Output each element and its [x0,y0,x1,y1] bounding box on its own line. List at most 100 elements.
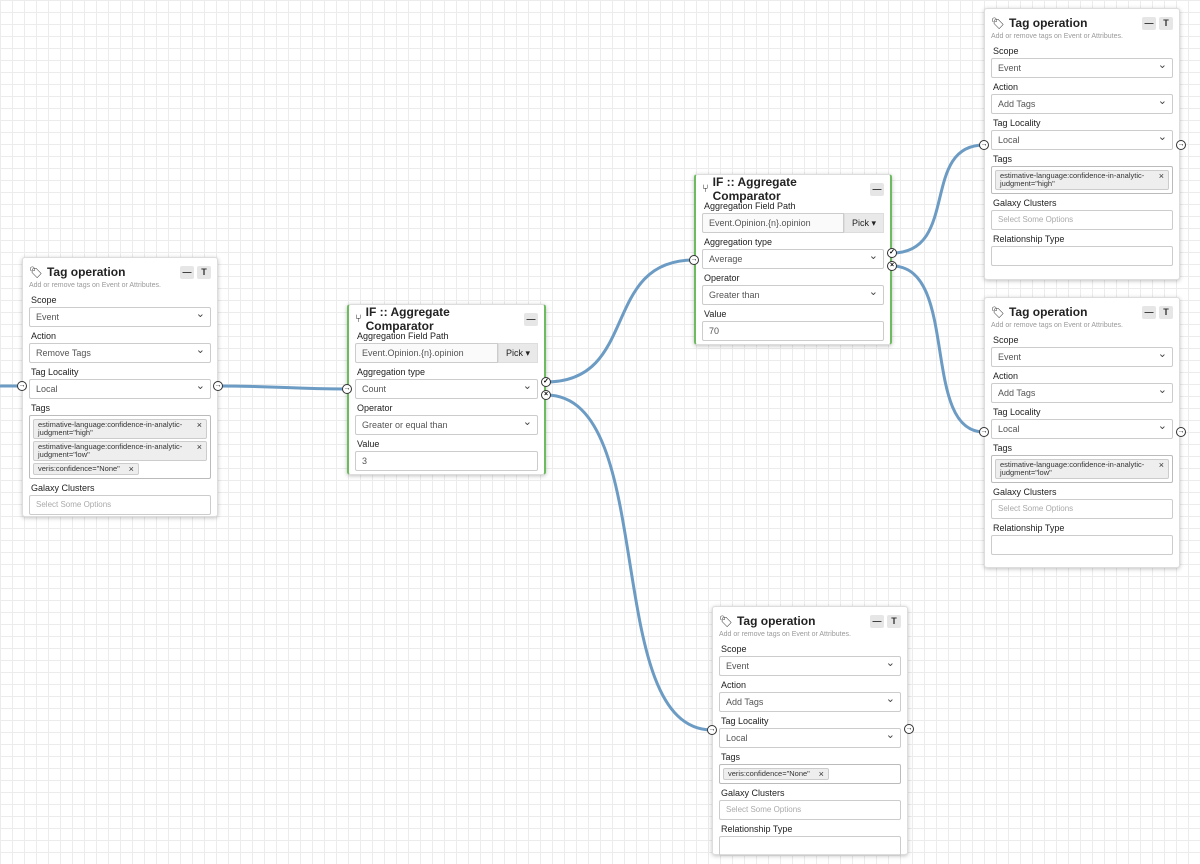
output-port-icon[interactable]: → [213,381,223,391]
remove-tag-icon[interactable]: × [196,442,202,452]
value-input[interactable]: 70 [702,321,884,341]
tags-input[interactable]: estimative-language:confidence-in-analyt… [991,166,1173,194]
output-port-icon[interactable]: → [904,724,914,734]
node-title: Tag operation [46,265,126,279]
minimize-button[interactable]: — [870,182,884,196]
if-aggregate-comparator-node[interactable]: ⑂IF :: Aggregate Comparator—Aggregation … [347,304,546,475]
tag-locality-select[interactable]: Local [29,377,211,399]
action-select[interactable]: Add Tags [991,92,1173,114]
remove-tag-icon[interactable]: × [1158,171,1164,181]
tag-chip: veris:confidence="None" × [723,768,829,780]
scope-select[interactable]: Event [719,654,901,676]
output-port-icon[interactable]: → [1176,427,1186,437]
operator-select[interactable]: Greater than [702,283,884,305]
tags-input[interactable]: veris:confidence="None" × [719,764,901,784]
output-port-icon[interactable]: → [1176,140,1186,150]
scope-select[interactable]: Event [29,305,211,327]
true-port-icon[interactable]: ✓ [887,248,897,258]
aggregation-type-select[interactable]: Average [702,247,884,269]
relationship-type-input[interactable] [991,535,1173,555]
input-port-icon[interactable]: → [707,725,717,735]
minimize-button[interactable]: — [524,312,538,326]
galaxy-clusters-input[interactable]: Select Some Options [991,499,1173,519]
tag-locality-select[interactable]: Local [991,417,1173,439]
relationship-type-label: Relationship Type [993,523,1065,533]
filter-button[interactable]: T [1159,305,1173,319]
tag-chip-label: estimative-language:confidence-in-analyt… [38,420,183,437]
connection-wire [891,143,985,255]
tag-locality-select[interactable]: Local [719,726,901,748]
aggregation-field-path-input[interactable]: Event.Opinion.{n}.opinion [355,343,498,363]
tags-label: Tags [31,403,51,413]
relationship-type-input[interactable] [719,836,901,856]
value-label: Value [357,439,380,449]
false-port-icon[interactable]: × [887,261,897,271]
filter-button[interactable]: T [1159,16,1173,30]
remove-tag-icon[interactable]: × [818,769,824,779]
tags-label: Tags [993,443,1013,453]
filter-button[interactable]: T [197,265,211,279]
filter-button[interactable]: T [887,614,901,628]
input-port-icon[interactable]: → [979,140,989,150]
value-input[interactable]: 3 [355,451,538,471]
action-select[interactable]: Add Tags [991,381,1173,403]
scope-select[interactable]: Event [991,56,1173,78]
operator-label: Operator [357,403,393,413]
connection-wire [891,264,985,434]
tag-chip: estimative-language:confidence-in-analyt… [33,419,207,439]
false-port-icon[interactable]: × [541,390,551,400]
operator-select[interactable]: Greater or equal than [355,413,538,435]
action-select[interactable]: Remove Tags [29,341,211,363]
remove-tag-icon[interactable]: × [196,420,202,430]
galaxy-clusters-input[interactable]: Select Some Options [29,495,211,515]
aggregation-type-select[interactable]: Count [355,377,538,399]
input-port-icon[interactable]: → [979,427,989,437]
aggregation-type-label: Aggregation type [704,237,773,247]
node-title: IF :: Aggregate Comparator [365,305,450,333]
minimize-button[interactable]: — [1142,16,1156,30]
remove-tag-icon[interactable]: × [1158,460,1164,470]
input-port-icon[interactable]: → [689,255,699,265]
tag-chip-label: estimative-language:confidence-in-analyt… [1000,460,1145,477]
true-port-icon[interactable]: ✓ [541,377,551,387]
galaxy-clusters-input[interactable]: Select Some Options [991,210,1173,230]
input-port-icon[interactable]: → [342,384,352,394]
tags-input[interactable]: estimative-language:confidence-in-analyt… [991,455,1173,483]
relationship-type-input[interactable] [991,246,1173,266]
connection-wire [217,384,348,391]
action-select[interactable]: Add Tags [719,690,901,712]
pick-button[interactable]: Pick ▾ [844,213,884,233]
minimize-button[interactable]: — [870,614,884,628]
pick-button[interactable]: Pick ▾ [498,343,538,363]
galaxy-clusters-label: Galaxy Clusters [721,788,785,798]
action-label: Action [993,82,1019,92]
galaxy-clusters-input[interactable]: Select Some Options [719,800,901,820]
action-label: Action [993,371,1019,381]
scope-label: Scope [31,295,57,305]
tags-label: Tags [721,752,741,762]
galaxy-clusters-label: Galaxy Clusters [993,198,1057,208]
scope-label: Scope [993,46,1019,56]
scope-select[interactable]: Event [991,345,1173,367]
branch-icon: ⑂ [702,183,709,195]
tag-chip-label: veris:confidence="None" [728,769,810,778]
relationship-type-label: Relationship Type [993,234,1065,244]
tag-locality-label: Tag Locality [993,407,1041,417]
input-port-icon[interactable]: → [17,381,27,391]
remove-tag-icon[interactable]: × [128,464,134,474]
branch-icon: ⑂ [355,313,362,325]
minimize-button[interactable]: — [1142,305,1156,319]
action-label: Action [721,680,747,690]
tags-input[interactable]: estimative-language:confidence-in-analyt… [29,415,211,479]
minimize-button[interactable]: — [180,265,194,279]
aggregation-field-path-input[interactable]: Event.Opinion.{n}.opinion [702,213,844,233]
tag-locality-select[interactable]: Local [991,128,1173,150]
galaxy-clusters-label: Galaxy Clusters [31,483,95,493]
if-aggregate-comparator-node[interactable]: ⑂IF :: Aggregate Comparator—Aggregation … [694,174,892,345]
